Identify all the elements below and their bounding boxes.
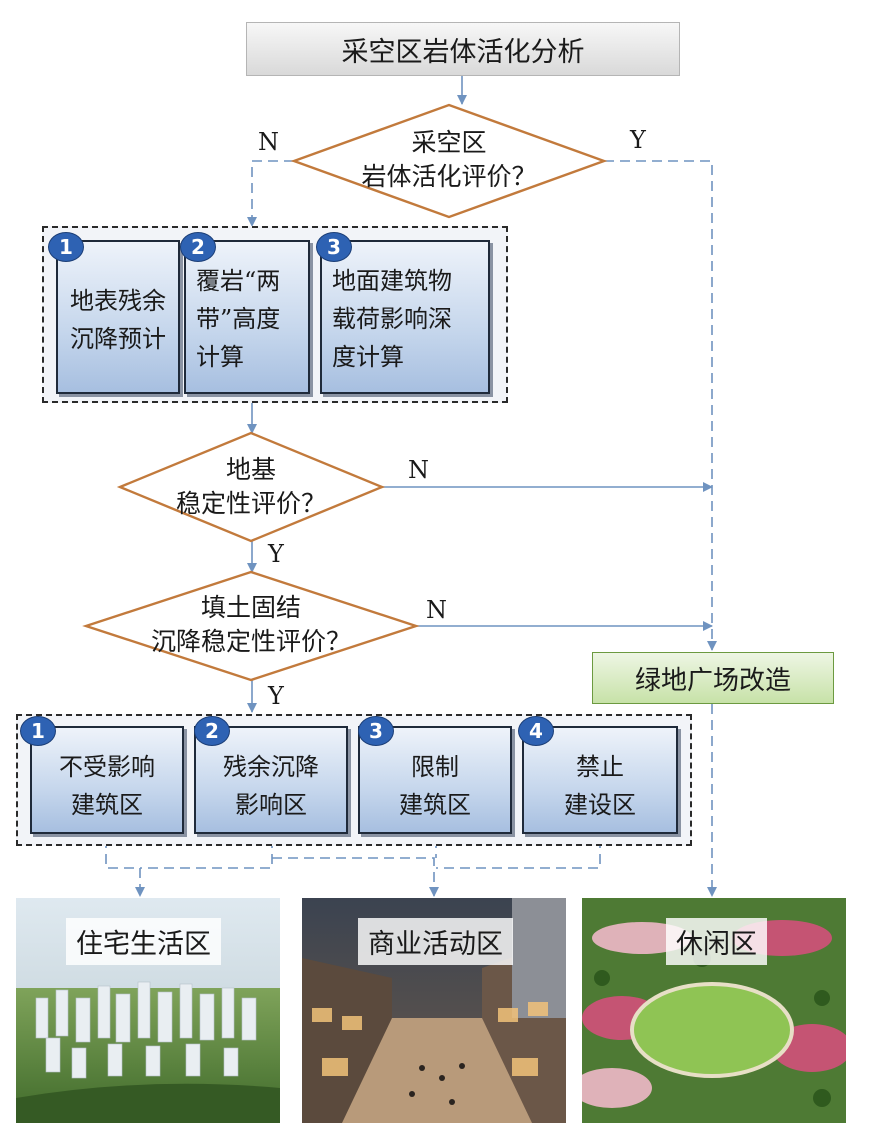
zone-card-2-line1: 残余沉降 bbox=[223, 753, 319, 781]
decision2-line1: 地基 bbox=[225, 455, 276, 484]
arrow-zone4-to-commercial bbox=[436, 838, 601, 869]
arrow-decision1-no bbox=[247, 160, 294, 227]
calc-card-3 bbox=[320, 240, 490, 394]
decision2-diamond bbox=[116, 431, 386, 543]
calc-card-3-line1: 地面建筑物 bbox=[332, 267, 452, 295]
calc-card-3-line3: 度计算 bbox=[332, 343, 404, 371]
calc-card-2 bbox=[184, 240, 310, 394]
label-y-decision1: Y bbox=[630, 126, 646, 154]
zone-badge-3: 3 bbox=[358, 716, 394, 746]
zone-card-3-text: 限制 建筑区 bbox=[358, 748, 512, 824]
leisure-photo: 休闲区 bbox=[582, 898, 846, 1123]
title-box: 采空区岩体活化分析 bbox=[246, 22, 680, 76]
arrow-decision1-yes bbox=[604, 160, 717, 651]
label-n-decision3: N bbox=[426, 596, 447, 624]
decision1-line1: 采空区 bbox=[411, 128, 487, 157]
green-plaza-box: 绿地广场改造 bbox=[592, 652, 834, 704]
calc-card-1-line1: 地表残余 bbox=[70, 287, 166, 315]
zone-card-1 bbox=[30, 726, 184, 834]
zone-card-4 bbox=[522, 726, 678, 834]
zone-card-2-text: 残余沉降 影响区 bbox=[194, 748, 348, 824]
green-plaza-text: 绿地广场改造 bbox=[634, 665, 791, 696]
calc-badge-3: 3 bbox=[316, 232, 352, 262]
decision3-diamond bbox=[82, 570, 420, 682]
decision1-text: 采空区 岩体活化评价？ bbox=[339, 126, 559, 194]
decision2-line2: 稳定性评价？ bbox=[175, 489, 326, 518]
zone-card-2-line2: 影响区 bbox=[235, 791, 307, 819]
arrow-zone2-merge bbox=[140, 838, 273, 869]
label-n-decision1: N bbox=[258, 128, 279, 156]
zone-badge-1: 1 bbox=[20, 716, 56, 746]
zone-card-1-line1: 不受影响 bbox=[59, 753, 155, 781]
calc-card-2-text: 覆岩“两 带”高度 计算 bbox=[196, 262, 308, 376]
zone-card-3-line1: 限制 bbox=[411, 753, 459, 781]
zone-card-4-line2: 建设区 bbox=[564, 791, 636, 819]
zone-badge-4: 4 bbox=[518, 716, 554, 746]
decision3-line1: 填土固结 bbox=[200, 593, 301, 622]
calc-card-1-line2: 沉降预计 bbox=[70, 325, 166, 353]
calc-card-2-line2: 带”高度 bbox=[196, 305, 281, 333]
residential-photo: 住宅生活区 bbox=[16, 898, 280, 1123]
label-y-decision3: Y bbox=[268, 682, 284, 710]
commercial-label: 商业活动区 bbox=[358, 918, 513, 965]
zone-card-3-line2: 建筑区 bbox=[399, 791, 471, 819]
zone-badge-2: 2 bbox=[194, 716, 230, 746]
calc-card-2-line3: 计算 bbox=[196, 343, 244, 371]
calc-card-1 bbox=[56, 240, 180, 394]
zone-card-4-line1: 禁止 bbox=[576, 753, 624, 781]
calc-card-2-line1: 覆岩“两 bbox=[196, 267, 281, 295]
label-n-decision2: N bbox=[408, 456, 429, 484]
decision1-diamond bbox=[290, 103, 608, 219]
title-text: 采空区岩体活化分析 bbox=[341, 36, 585, 68]
calc-card-1-text: 地表残余 沉降预计 bbox=[56, 282, 180, 358]
calc-card-3-text: 地面建筑物 载荷影响深 度计算 bbox=[332, 262, 488, 376]
decision2-text: 地基 稳定性评价？ bbox=[151, 453, 351, 521]
label-y-decision2: Y bbox=[268, 540, 284, 568]
arrow-zone2-to-commercial bbox=[272, 857, 439, 897]
arrow-zone1-to-residential bbox=[105, 838, 140, 869]
calc-card-3-line2: 载荷影响深 bbox=[332, 305, 452, 333]
zone-card-4-text: 禁止 建设区 bbox=[522, 748, 678, 824]
calc-badge-2: 2 bbox=[180, 232, 216, 262]
zone-card-1-line2: 建筑区 bbox=[71, 791, 143, 819]
zone-card-1-text: 不受影响 建筑区 bbox=[30, 748, 184, 824]
residential-label: 住宅生活区 bbox=[66, 918, 221, 965]
decision3-text: 填土固结 沉降稳定性评价？ bbox=[121, 591, 381, 659]
commercial-photo: 商业活动区 bbox=[302, 898, 566, 1123]
calc-badge-1: 1 bbox=[48, 232, 84, 262]
decision3-line2: 沉降稳定性评价？ bbox=[150, 627, 351, 656]
decision1-line2: 岩体活化评价？ bbox=[361, 162, 537, 191]
leisure-label: 休闲区 bbox=[666, 918, 767, 965]
